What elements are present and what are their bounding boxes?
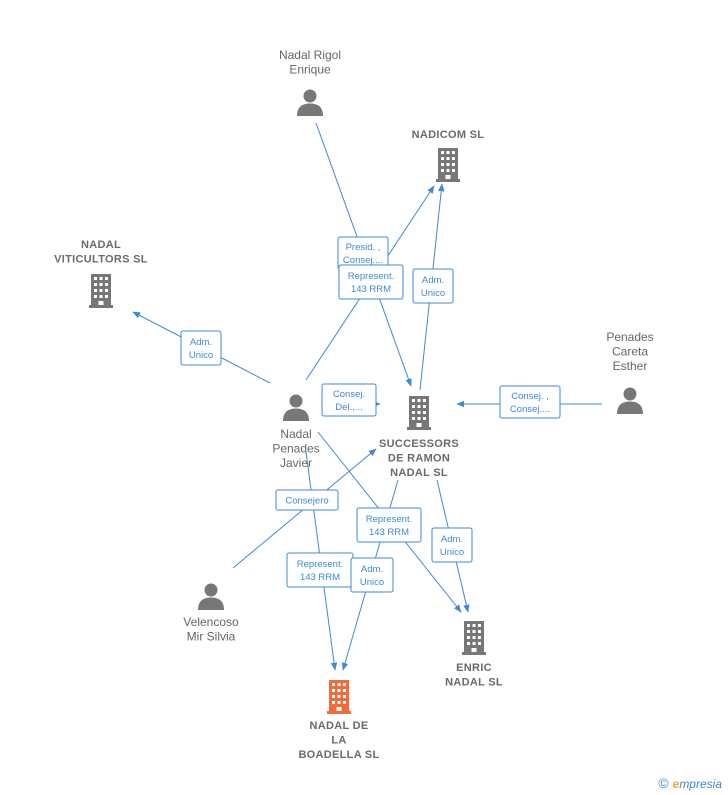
relation-label-text: Adm. <box>422 275 444 286</box>
relation-label-box <box>321 383 377 417</box>
relation-label-e8[interactable]: Represent. 143 RRM <box>286 552 354 588</box>
relation-label-e7[interactable]: Consejero <box>275 489 339 511</box>
person-icon <box>283 394 309 421</box>
relation-label-text: Del.,... <box>335 402 362 413</box>
relation-label-e1[interactable]: Presid. , Consej.... <box>337 236 389 270</box>
node-label: NADAL DE <box>309 720 368 732</box>
node-label: Enrique <box>289 63 331 77</box>
node-label: SUCCESSORS <box>379 438 459 450</box>
person-icon <box>617 387 643 414</box>
node-label: NADAL SL <box>445 677 503 689</box>
relation-label-box <box>350 557 394 593</box>
relation-label-text: Presid. , <box>346 242 381 253</box>
relation-label-e4[interactable]: Adm. Unico <box>180 330 222 366</box>
relation-label-text: Adm. <box>361 564 383 575</box>
person-icon <box>297 89 323 116</box>
relation-label-text: 143 RRM <box>369 527 409 538</box>
relation-label-text: Represent. <box>297 559 343 570</box>
node-nadal_viticultors[interactable]: NADAL VITICULTORS SL <box>54 239 148 308</box>
relation-label-text: Represent. <box>348 271 394 282</box>
relation-label-text: Represent. <box>366 514 412 525</box>
node-enric_nadal[interactable]: ENRIC NADAL SL <box>445 621 503 689</box>
node-label: DE RAMON <box>388 453 450 465</box>
node-label: LA <box>331 735 346 747</box>
node-label: ENRIC <box>456 662 492 674</box>
relation-label-e2[interactable]: Represent. 143 RRM <box>338 264 404 300</box>
relation-label-text: 143 RRM <box>351 284 391 295</box>
node-label: NADAL <box>81 239 121 251</box>
relation-label-e11[interactable]: Adm. Unico <box>431 527 473 563</box>
node-label: Javier <box>280 456 312 470</box>
relation-label-e5[interactable]: Consej. Del.,... <box>321 383 377 417</box>
relation-label-text: Consejero <box>285 496 328 507</box>
node-successors[interactable]: SUCCESSORS DE RAMON NADAL SL <box>379 396 459 479</box>
node-label: VITICULTORS SL <box>54 254 148 266</box>
relation-label-e3[interactable]: Adm. Unico <box>412 268 454 304</box>
node-label: Penades <box>606 330 653 344</box>
relation-label-text: Unico <box>360 577 384 588</box>
relation-label-text: Adm. <box>441 534 463 545</box>
node-nadal_boadella[interactable]: NADAL DE LA BOADELLA SL <box>298 680 379 761</box>
relation-label-e10[interactable]: Represent. 143 RRM <box>356 507 422 543</box>
building-icon <box>462 621 486 655</box>
node-label: Careta <box>612 345 648 359</box>
node-label: Nadal Rigol <box>279 48 341 62</box>
relation-label-box <box>356 507 422 543</box>
copyright-symbol: © <box>658 775 669 791</box>
relation-label-box <box>499 385 561 419</box>
node-label: Esther <box>613 359 648 373</box>
building-icon <box>89 274 113 308</box>
brand-name: mpresia <box>679 777 722 791</box>
node-label: Nadal <box>280 427 311 441</box>
building-icon <box>407 396 431 430</box>
relation-label-text: Consej.... <box>510 404 550 415</box>
relation-label-text: Unico <box>189 350 213 361</box>
empresia-logo-icon: e <box>672 777 680 791</box>
relation-label-text: Consej. <box>333 389 365 400</box>
relation-label-box <box>180 330 222 366</box>
relation-label-box <box>431 527 473 563</box>
node-label: Penades <box>272 442 319 456</box>
node-label: NADICOM SL <box>412 129 485 141</box>
node-label: Velencoso <box>183 615 239 629</box>
relation-label-text: Unico <box>440 547 464 558</box>
relation-label-box <box>275 489 339 511</box>
relation-label-text: 143 RRM <box>300 572 340 583</box>
empresia-brand[interactable]: ©empresia <box>658 775 722 791</box>
relation-label-text: Unico <box>421 288 445 299</box>
node-label: BOADELLA SL <box>298 749 379 761</box>
node-label: NADAL SL <box>390 467 448 479</box>
building-icon <box>327 680 351 714</box>
node-label: Mir Silvia <box>187 630 236 644</box>
relation-label-e9[interactable]: Adm. Unico <box>350 557 394 593</box>
relation-label-box <box>412 268 454 304</box>
relation-label-e6[interactable]: Consej. , Consej.... <box>499 385 561 419</box>
person-icon <box>198 583 224 610</box>
relation-label-box <box>338 264 404 300</box>
relation-label-text: Consej. , <box>511 391 549 402</box>
building-icon <box>436 148 460 182</box>
relation-label-text: Consej.... <box>343 255 383 266</box>
node-nadicom[interactable]: NADICOM SL <box>412 129 485 182</box>
relation-label-text: Adm. <box>190 337 212 348</box>
